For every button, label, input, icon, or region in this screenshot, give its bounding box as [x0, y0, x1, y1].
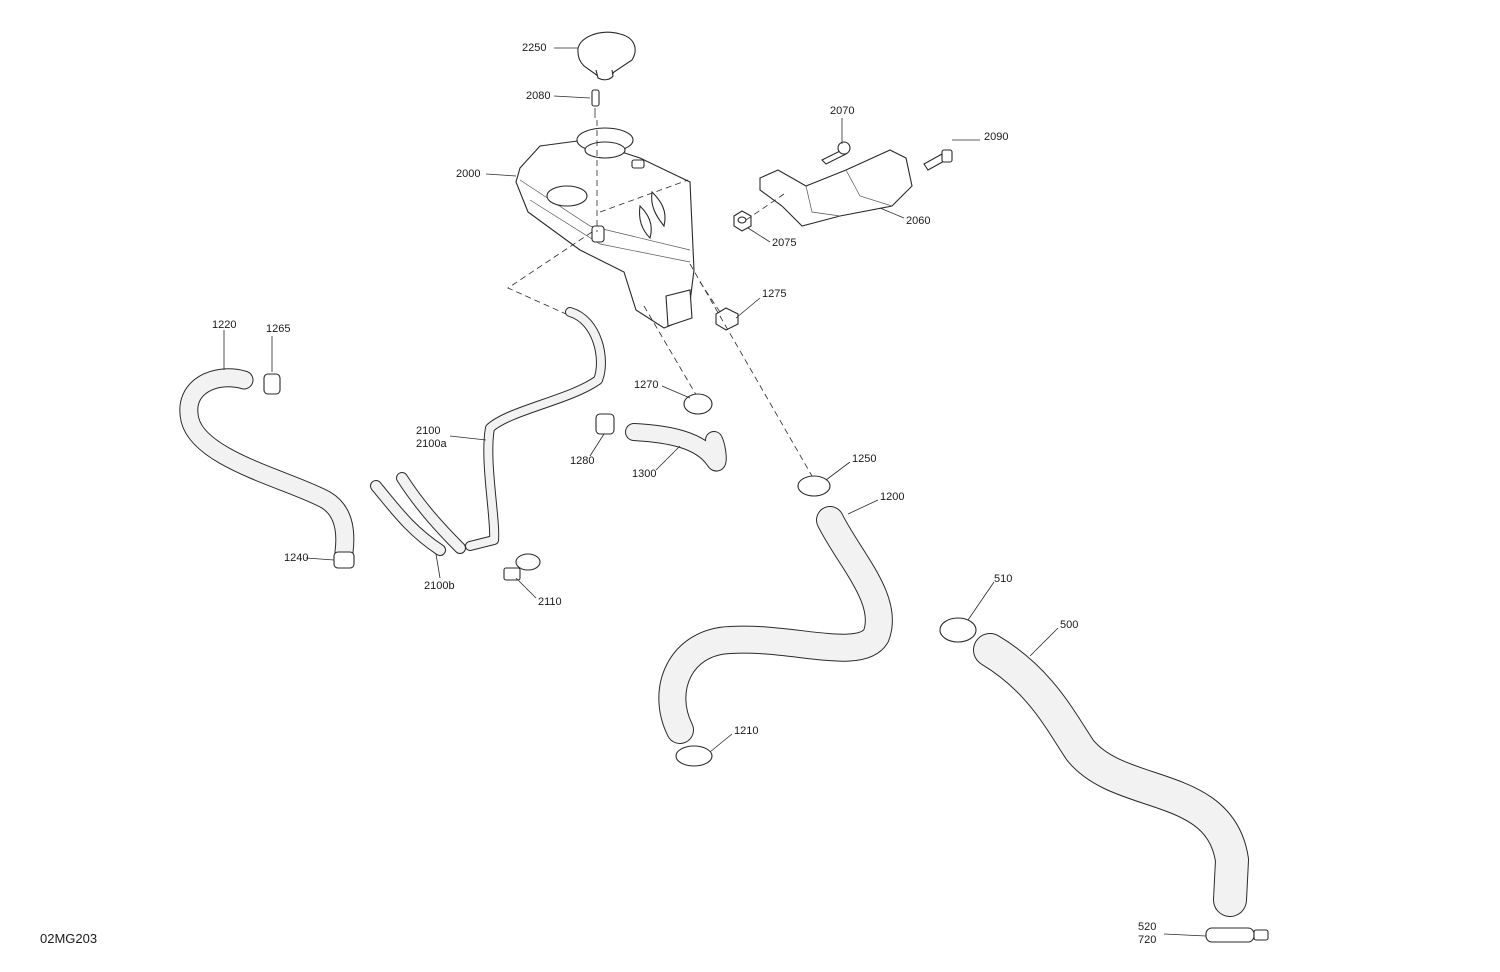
callout-1200: 1200 — [880, 491, 904, 503]
callout-2100: 2100 2100a — [416, 425, 447, 450]
hose-clamp-1265 — [263, 373, 281, 395]
radiator-cap — [577, 31, 636, 81]
callout-2080: 2080 — [526, 90, 550, 102]
hose-clamp-520 — [1205, 927, 1269, 943]
callout-1265: 1265 — [266, 323, 290, 335]
figure-id: 02MG203 — [40, 931, 97, 946]
bracket-nut — [733, 210, 752, 232]
hose-clamp-2110 — [503, 553, 541, 581]
callout-2110: 2110 — [538, 596, 562, 608]
callout-1240: 1240 — [284, 552, 308, 564]
callout-2250: 2250 — [522, 42, 546, 54]
callout-1275: 1275 — [762, 288, 786, 300]
callout-1210: 1210 — [734, 725, 758, 737]
assembly-lines — [507, 120, 813, 477]
tank-bracket — [759, 149, 913, 227]
hose-2100b — [370, 472, 466, 556]
hose-clamp-1275 — [715, 307, 739, 331]
hose-1200 — [658, 506, 893, 744]
callout-2090: 2090 — [984, 131, 1008, 143]
expansion-tank — [515, 127, 695, 329]
callout-2060: 2060 — [906, 215, 930, 227]
hose-1220 — [179, 368, 355, 562]
hose-clamp-510 — [939, 617, 977, 643]
callout-520-720: 520 720 — [1138, 921, 1159, 946]
callout-1300: 1300 — [632, 468, 656, 480]
callout-2100b: 2100b — [424, 580, 455, 592]
callout-2070: 2070 — [830, 105, 854, 117]
hose-clamp-1270 — [683, 393, 713, 415]
hose-clamp-1250 — [797, 475, 831, 497]
hose-clamp-1210 — [675, 745, 713, 767]
leader-lines — [223, 47, 1207, 937]
bracket-bolt — [821, 141, 851, 165]
callout-1250: 1250 — [852, 453, 876, 465]
cap-pin — [591, 89, 600, 118]
hose-clamp-1240 — [333, 551, 355, 569]
hose-clamp-1280 — [595, 413, 615, 435]
callout-2075: 2075 — [772, 237, 796, 249]
callout-1220: 1220 — [212, 319, 236, 331]
callout-2000: 2000 — [456, 168, 480, 180]
callout-1270: 1270 — [634, 379, 658, 391]
bracket-screw — [923, 149, 953, 171]
callout-500: 500 — [1060, 619, 1078, 631]
hose-2100 — [465, 307, 606, 551]
hose-1300 — [625, 423, 727, 472]
callout-510: 510 — [994, 573, 1012, 585]
hose-500 — [973, 633, 1249, 917]
callout-1280: 1280 — [570, 455, 594, 467]
